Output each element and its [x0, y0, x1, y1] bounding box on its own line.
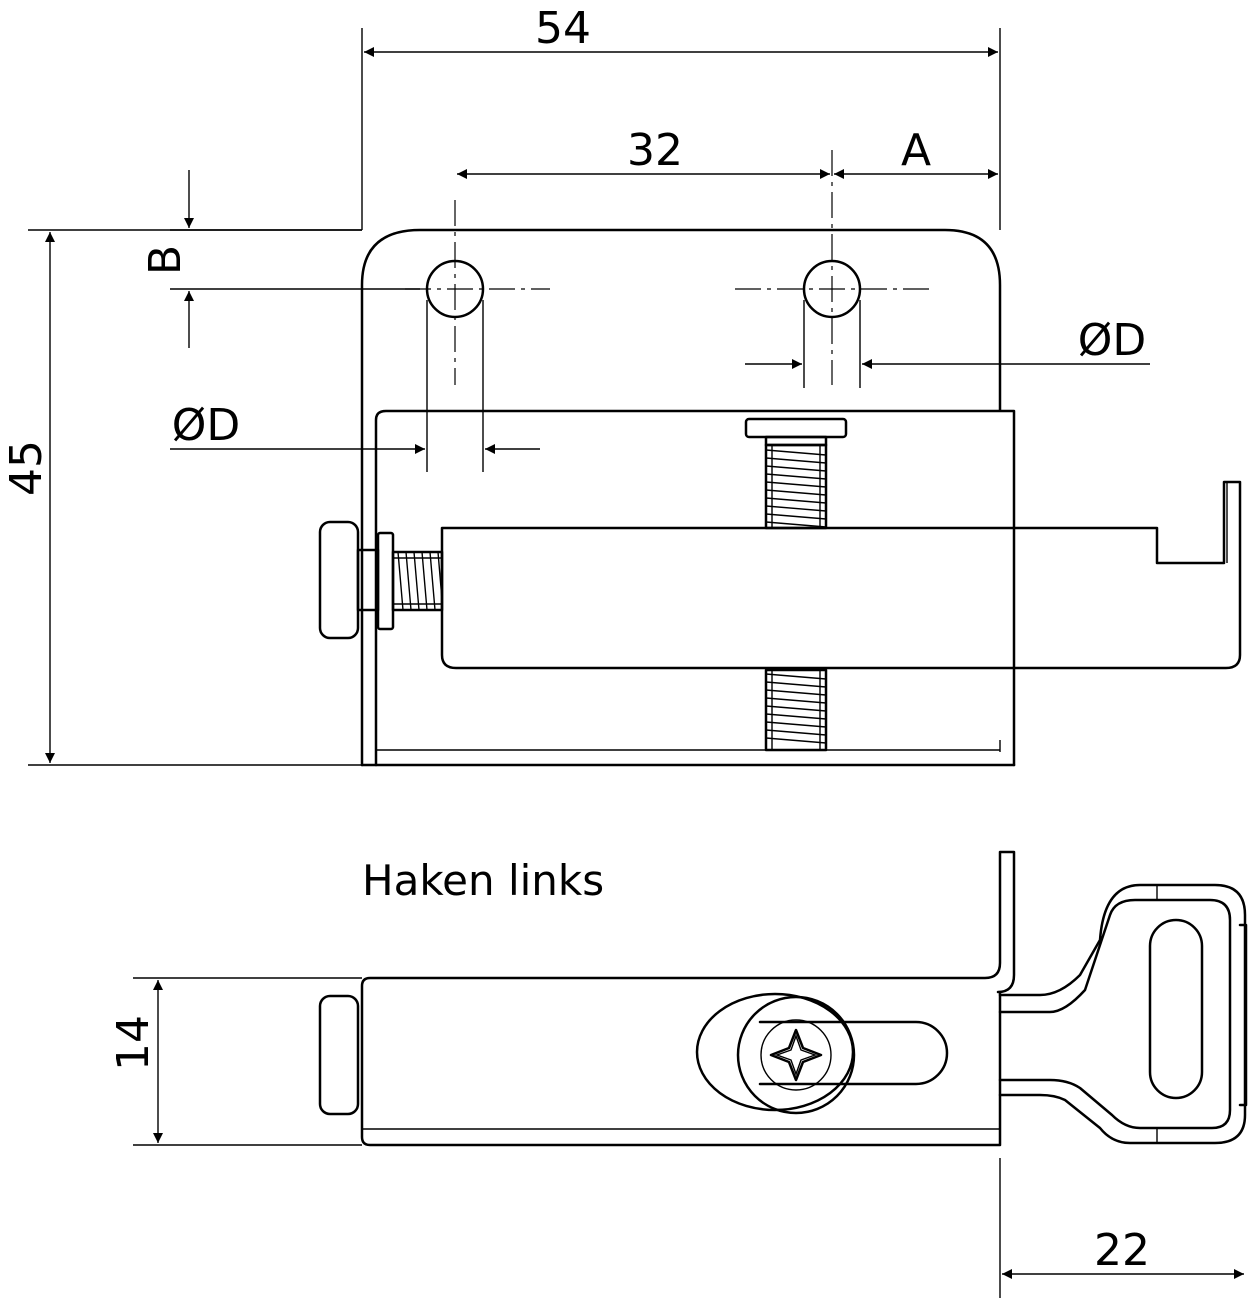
dim-label-hole-top-offset: B	[140, 245, 191, 275]
dim-label-hole-diameter-right: ØD	[1078, 315, 1147, 366]
mounting-plate	[360, 228, 1002, 767]
screw-head-side	[736, 995, 856, 1115]
phillips-cross-icon	[769, 1028, 823, 1082]
dim-label-overall-width: 54	[535, 3, 591, 54]
adjust-slot	[758, 1020, 949, 1086]
hook-end-cap	[1238, 923, 1248, 1107]
screw-thread-vertical-upper	[764, 443, 828, 530]
side-view: Haken links 14 22	[108, 850, 1248, 1298]
side-knob	[318, 994, 360, 1116]
hook-slot	[1148, 918, 1204, 1100]
screw-head-inner-ring	[760, 1019, 832, 1091]
dim-label-edge-offset: A	[901, 125, 931, 176]
dim-label-overall-height: 45	[1, 440, 52, 496]
dim-label-thickness: 14	[108, 1015, 159, 1071]
hole-right	[802, 259, 862, 319]
dim-label-hole-diameter-left: ØD	[172, 400, 241, 451]
knob-washer	[376, 531, 395, 631]
dim-label-hole-spacing: 32	[627, 125, 683, 176]
screw-head-vertical	[744, 417, 848, 439]
hook-arm	[440, 480, 1242, 670]
phillips-cross-inner	[774, 1033, 818, 1077]
hook-loop	[998, 883, 1247, 1145]
dim-label-hook-width: 22	[1094, 1225, 1150, 1276]
hook-loop-inner	[998, 898, 1232, 1130]
side-view-caption: Haken links	[362, 856, 604, 905]
screw-thread-horizontal	[391, 550, 444, 612]
adjust-knob	[318, 520, 360, 640]
top-view: 54 32 A B 45 ØD ØD	[1, 3, 1242, 767]
side-body	[360, 850, 1016, 1147]
bracket-body	[374, 409, 1016, 767]
screw-boss	[695, 992, 855, 1112]
screw-thread-vertical-lower	[764, 668, 828, 752]
